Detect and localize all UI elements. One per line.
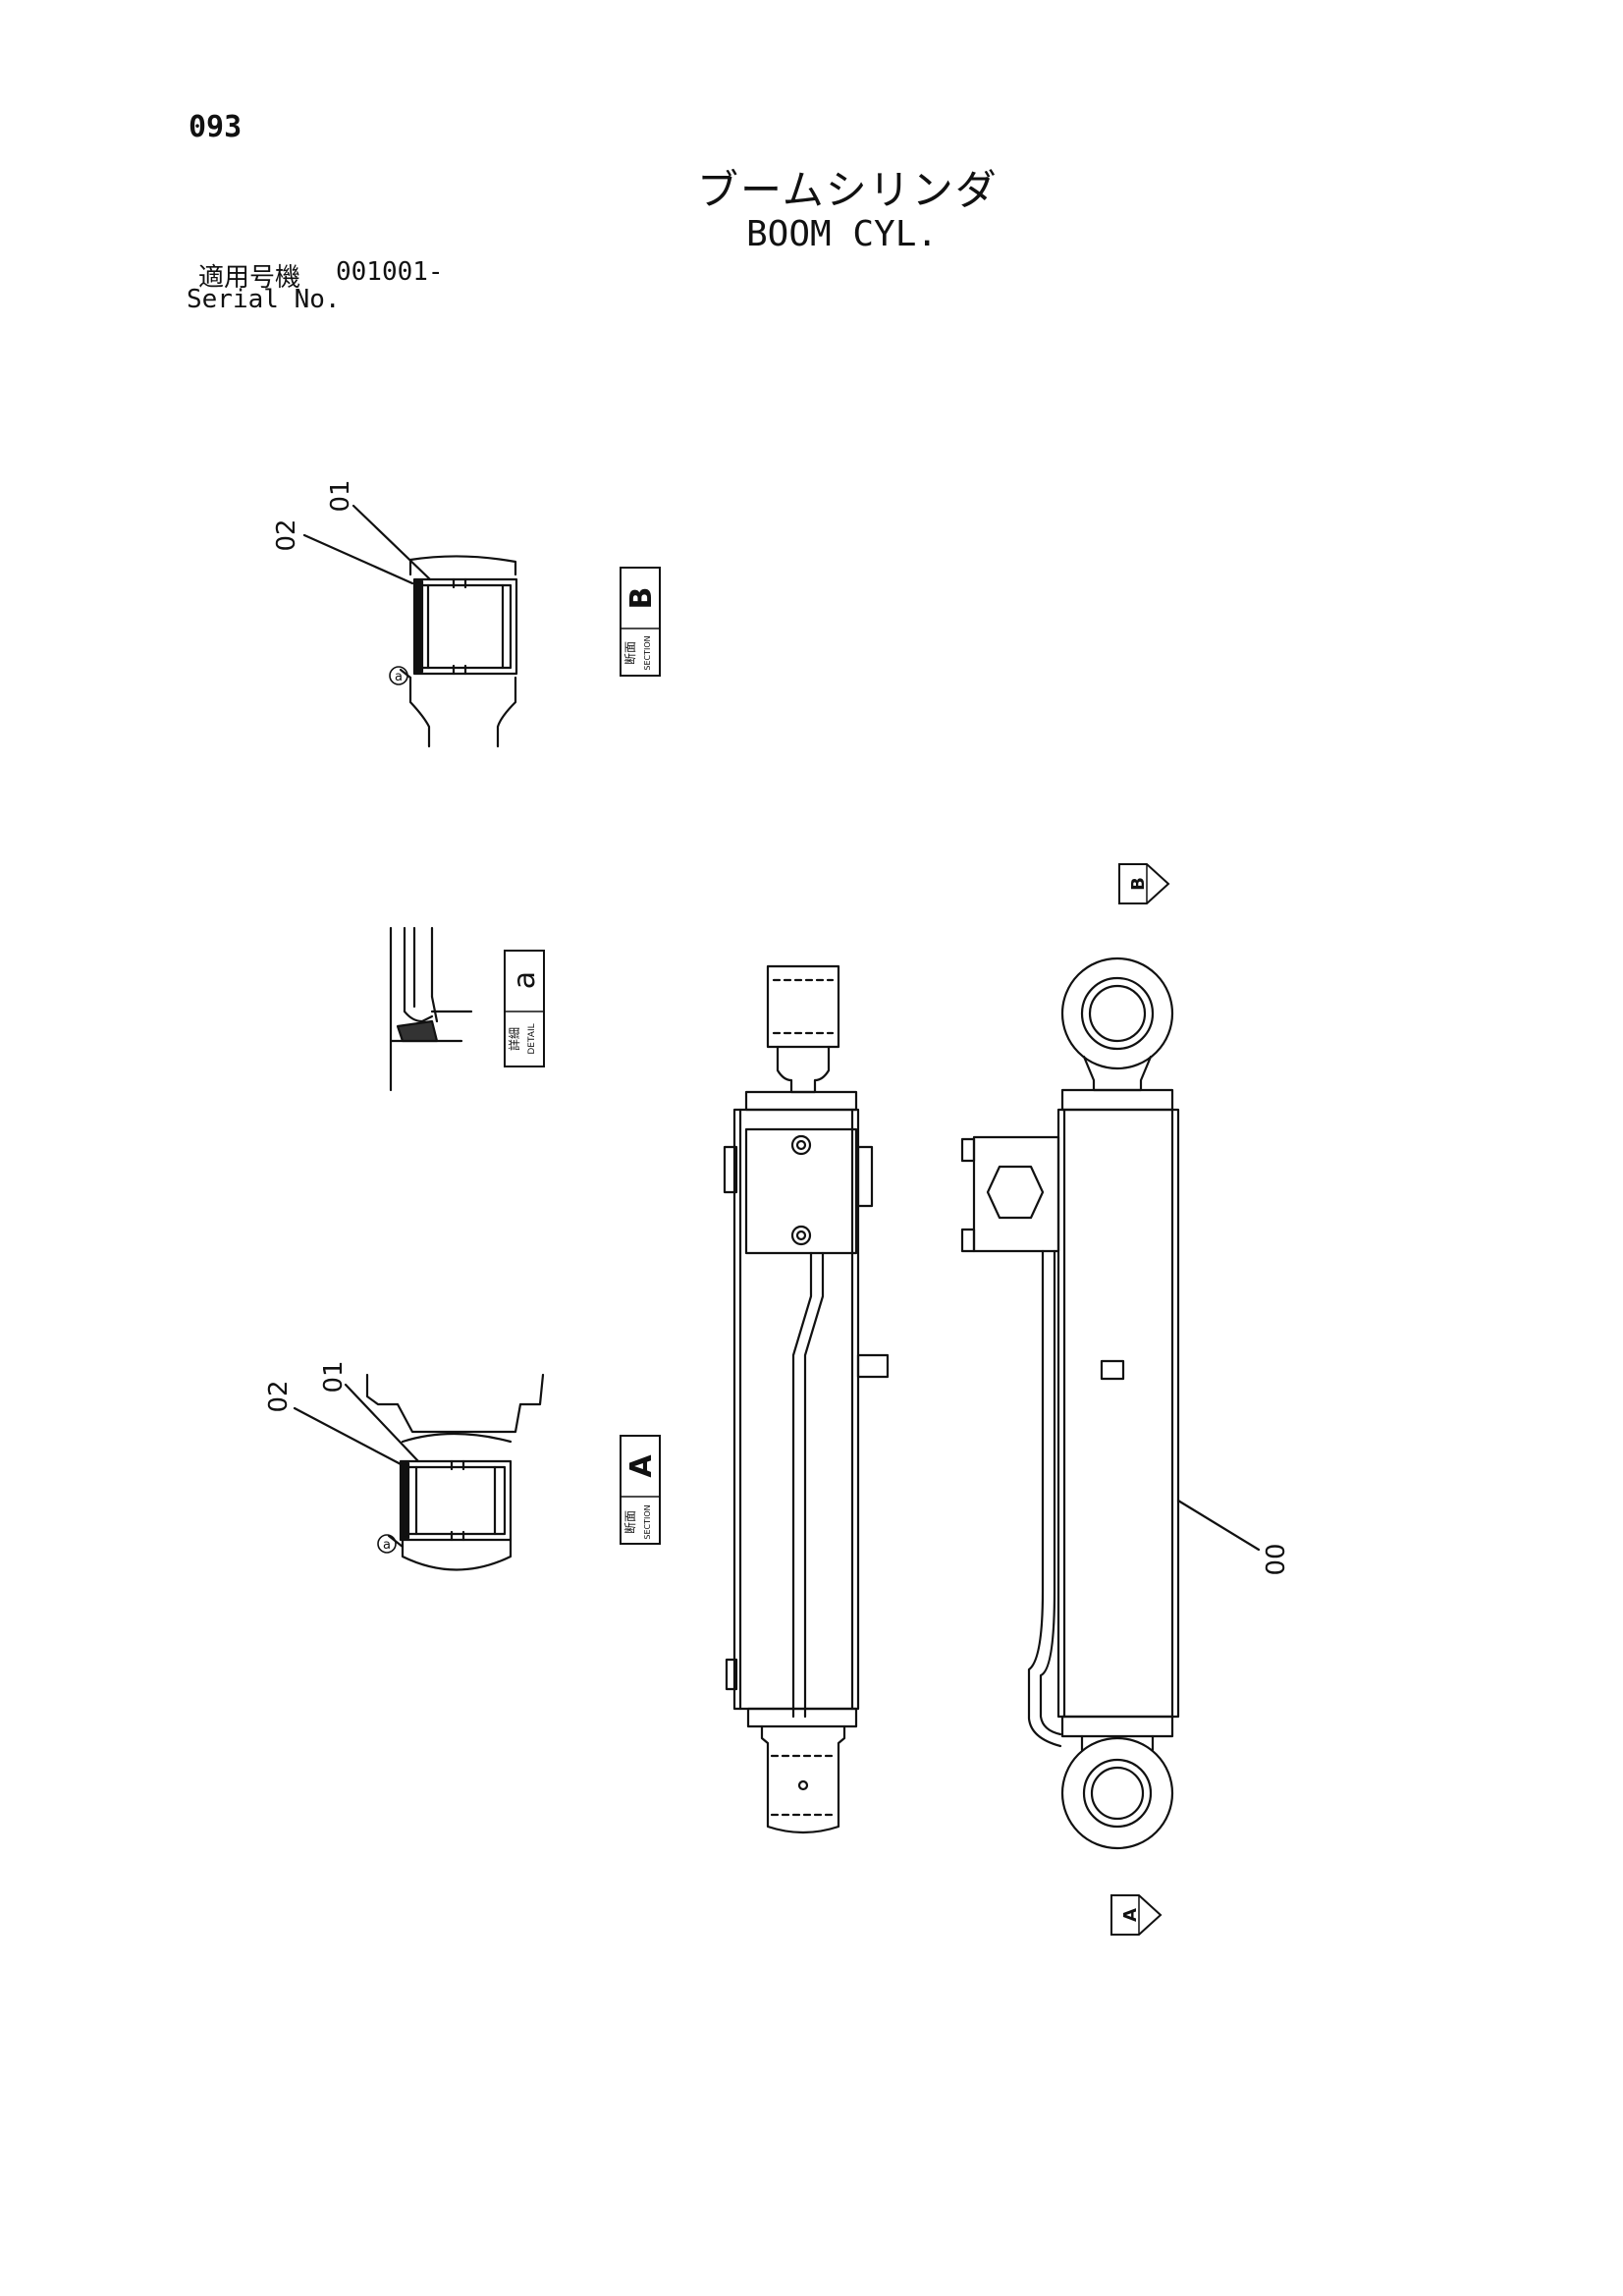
serial-range: 001001- <box>336 257 444 287</box>
page-title-english: BOOM CYL. <box>746 214 939 254</box>
detail-a-view <box>389 926 473 1092</box>
cylinder-front-view <box>960 957 1261 1850</box>
section-b-weld-mark: a <box>395 670 403 684</box>
serial-label-english: Serial No. <box>187 285 341 314</box>
detail-a-label: a 詳細 DETAIL <box>504 950 545 1067</box>
view-marker-b: B <box>1118 863 1170 904</box>
section-b-letter: B <box>624 587 659 610</box>
view-marker-a: A <box>1110 1894 1163 1936</box>
cylinder-side-view <box>723 964 890 1834</box>
section-a-label: A 断面 SECTION <box>620 1435 661 1545</box>
serial-label-japanese: 適用号機 <box>198 263 301 293</box>
section-a-view <box>293 1373 545 1571</box>
section-b-callout-02: 02 <box>272 519 301 551</box>
page-title-japanese: ブームシリンダ <box>697 166 999 214</box>
assembly-callout-00: 00 <box>1262 1543 1291 1575</box>
section-b-label: B 断面 SECTION <box>620 567 661 677</box>
detail-a-label-en: DETAIL <box>527 1023 537 1054</box>
section-a-callout-01: 01 <box>319 1360 349 1393</box>
section-b-callout-01: 01 <box>326 479 355 512</box>
detail-a-label-jp: 詳細 <box>507 1027 521 1051</box>
page-number: 093 <box>189 110 243 144</box>
section-a-letter: A <box>624 1454 659 1478</box>
section-a-weld-mark: a <box>383 1538 391 1553</box>
view-marker-b-letter: B <box>1128 877 1149 891</box>
section-a-callout-02: 02 <box>264 1380 294 1412</box>
section-b-view <box>302 504 518 748</box>
section-b-label-en: SECTION <box>643 635 652 670</box>
detail-a-letter: a <box>508 971 542 989</box>
view-marker-a-letter: A <box>1120 1908 1141 1922</box>
section-a-label-jp: 断面 <box>622 1510 637 1534</box>
section-a-label-en: SECTION <box>643 1504 652 1539</box>
section-b-label-jp: 断面 <box>622 641 637 665</box>
